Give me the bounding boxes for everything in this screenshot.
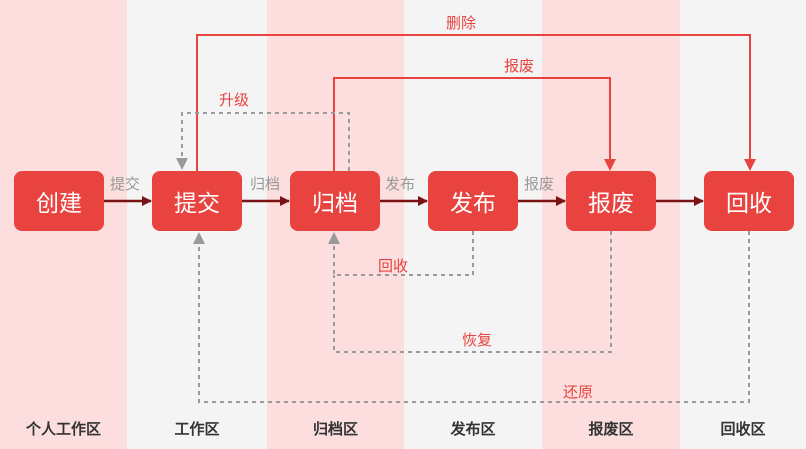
lane-label: 工作区 (174, 420, 220, 438)
edge-recall (328, 231, 474, 276)
lane-label: 个人工作区 (25, 420, 101, 438)
lane-label: 回收区 (720, 420, 766, 438)
edge-upgrade (176, 112, 350, 171)
node-recycle: 回收 (704, 171, 794, 231)
node-scrap: 报废 (566, 171, 656, 231)
edge-label-revert: 还原 (563, 383, 594, 401)
lane-label: 报废区 (588, 420, 634, 438)
edge-label-submit: 提交 (110, 175, 141, 193)
lane-label: 发布区 (450, 420, 496, 438)
edge-label-restore: 恢复 (462, 331, 493, 349)
edge-label-recall: 回收 (378, 257, 409, 275)
node-create: 创建 (14, 171, 104, 231)
edge-archive-scrap (333, 77, 616, 171)
edge-label-upgrade: 升级 (219, 91, 250, 109)
node-submit: 提交 (152, 171, 242, 231)
edge-label-scrap-from-archive: 报废 (504, 57, 535, 75)
node-publish: 发布 (428, 171, 518, 231)
node-archive: 归档 (290, 171, 380, 231)
edge-label-delete: 删除 (446, 14, 477, 32)
edge-restore (333, 231, 612, 353)
edge-label-scrap: 报废 (524, 175, 555, 193)
edge-label-archive: 归档 (250, 175, 281, 193)
edge-delete (196, 34, 756, 171)
lane-label: 归档区 (312, 420, 358, 438)
edge-label-publish: 发布 (385, 175, 416, 193)
